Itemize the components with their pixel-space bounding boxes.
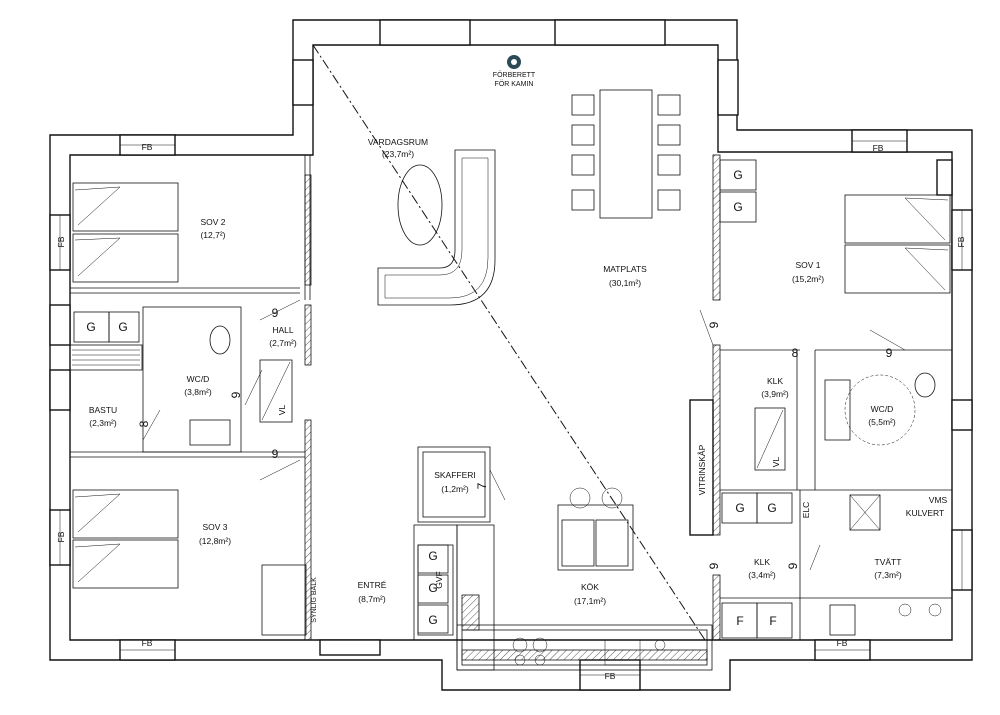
beam-line [312, 44, 706, 641]
door-number: 9 [272, 447, 279, 461]
door-number: 9 [272, 306, 279, 320]
door-number: 9 [786, 562, 800, 569]
misc-labels: FÖRBERETT FÖR KAMIN VITRINSKÅP SYNLIG BA… [277, 71, 948, 623]
area-wcd-left: (3,8m²) [184, 387, 212, 397]
label-gvf: GVF [434, 571, 444, 588]
wardrobes [73, 159, 793, 639]
label-hall: HALL [272, 325, 294, 335]
sofa [377, 149, 496, 306]
synlig-balk-box [261, 564, 307, 636]
g-label: G [735, 501, 744, 515]
door-number: 9 [707, 321, 721, 328]
label-kok: KÖK [581, 582, 599, 592]
door-number: 9 [886, 346, 893, 360]
fb-label: FB [56, 236, 66, 247]
door-number: 8 [137, 420, 151, 427]
area-sov1: (15,2m²) [792, 274, 824, 284]
fb-label: FB [837, 638, 848, 648]
f-label: F [736, 614, 743, 628]
door-number: 8 [792, 346, 799, 360]
label-elc: ELC [801, 502, 811, 519]
g-label: G [733, 200, 742, 214]
area-tvatt: (7,3m²) [874, 570, 902, 580]
fb-label: FB [956, 236, 966, 247]
fb-labels: FB FB FB FB FB FB FB FB [56, 142, 966, 681]
label-synlig-balk: SYNLIG BALK [311, 577, 318, 623]
beds [72, 182, 951, 589]
area-kok: (17,1m²) [574, 596, 606, 606]
label-sov1: SOV 1 [795, 260, 820, 270]
label-kamin-2: FÖR KAMIN [495, 80, 534, 88]
wardrobe-labels: G G G G G G G G G F F [86, 168, 776, 628]
area-hall: (2,7m²) [269, 338, 297, 348]
fb-label: FB [142, 142, 153, 152]
door-swings [142, 299, 906, 571]
g-label: G [733, 168, 742, 182]
fb-label: FB [873, 143, 884, 153]
g-label: G [767, 501, 776, 515]
g-label: G [428, 613, 437, 627]
g-label: G [428, 581, 437, 595]
vl-box [259, 359, 786, 471]
label-klk-lower: KLK [754, 557, 770, 567]
windows [49, 19, 973, 691]
label-entre: ENTRÉ [358, 580, 387, 590]
kitchen-island [557, 487, 634, 571]
area-sov2: (12,7²) [200, 230, 225, 240]
label-vardagsrum: VARDAGSRUM [368, 137, 428, 147]
area-skafferi: (1,2m²) [441, 484, 469, 494]
area-matplats: (30,1m²) [609, 278, 641, 288]
interior-walls [69, 154, 952, 641]
label-tvatt: TVÄTT [875, 557, 902, 567]
label-vl-right: VL [771, 457, 781, 468]
label-klk-upper: KLK [767, 376, 783, 386]
bathroom-fixtures [189, 325, 942, 636]
label-bastu: BASTU [89, 405, 117, 415]
door-number: 9 [707, 562, 721, 569]
fb-label: FB [56, 531, 66, 542]
label-sov3: SOV 3 [202, 522, 227, 532]
label-wcd-left: WC/D [187, 374, 210, 384]
label-matplats: MATPLATS [603, 264, 647, 274]
label-kulvert: KULVERT [906, 508, 944, 518]
label-sov2: SOV 2 [200, 217, 225, 227]
area-klk-lower: (3,4m²) [748, 570, 776, 580]
label-vitrinskap: VITRINSKÅP [697, 444, 707, 495]
label-skafferi: SKAFFERI [434, 470, 476, 480]
fireplace-icon [507, 55, 521, 69]
area-bastu: (2,3m²) [89, 418, 117, 428]
label-vms: VMS [929, 495, 948, 505]
door-number: 9 [229, 391, 243, 398]
area-klk-upper: (3,9m²) [761, 389, 789, 399]
label-wcd-right: WC/D [871, 404, 894, 414]
dining-table [571, 89, 681, 219]
fb-label: FB [142, 638, 153, 648]
stair-lines [72, 349, 140, 366]
label-vl-left: VL [277, 405, 287, 416]
area-entre: (8,7m²) [358, 594, 386, 604]
area-wcd-right: (5,5m²) [868, 417, 896, 427]
fb-label: FB [605, 671, 616, 681]
area-sov3: (12,8m²) [199, 536, 231, 546]
room-labels: VARDAGSRUM (23,7m²) SOV 2 (12,7²) HALL (… [89, 137, 902, 606]
f-label: F [769, 614, 776, 628]
label-kamin-1: FÖRBERETT [493, 71, 536, 79]
kitchen-counter [413, 524, 713, 671]
door-number: 7 [475, 482, 489, 489]
door-numbers: 9 9 9 8 9 8 9 7 9 9 [137, 306, 893, 569]
outer-walls [49, 19, 973, 691]
g-label: G [86, 320, 95, 334]
area-vardagsrum: (23,7m²) [382, 149, 414, 159]
g-label: G [118, 320, 127, 334]
g-label: G [428, 549, 437, 563]
